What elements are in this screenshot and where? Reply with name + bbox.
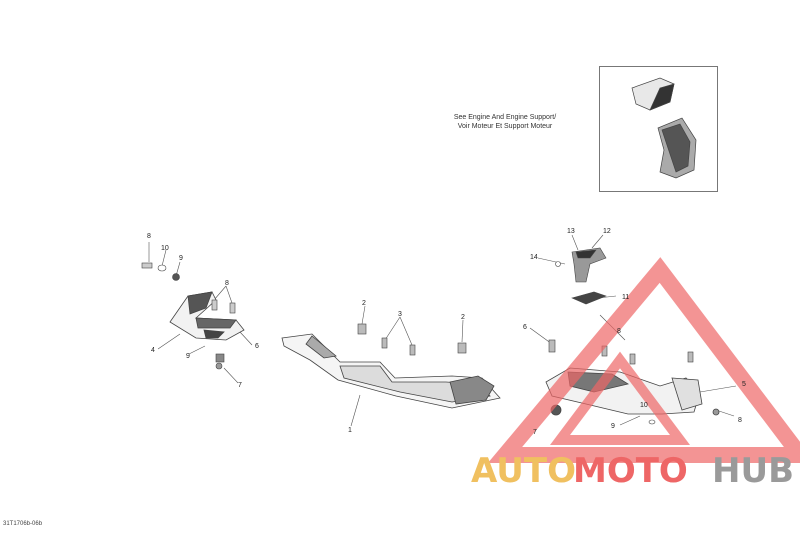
callout-10a: 10 [161, 245, 169, 252]
callout-11: 11 [622, 294, 629, 301]
callout-9b: 9 [186, 353, 190, 360]
callout-5: 5 [742, 381, 746, 388]
callout-9c: 9 [611, 423, 615, 430]
inset-parts [631, 77, 697, 179]
callout-6b: 6 [523, 324, 527, 331]
watermark-part3: HUB [712, 451, 794, 491]
watermark-part2: MOTO [573, 451, 688, 491]
callout-8d: 8 [738, 417, 742, 424]
diagram-code: 31T1706b-06b [3, 521, 43, 527]
callout-12: 12 [603, 228, 611, 235]
callout-14: 14 [530, 254, 538, 261]
pad-part [571, 291, 607, 305]
callout-6a: 6 [255, 343, 259, 350]
watermark-part1: AUTO [471, 451, 576, 491]
callout-3: 3 [398, 311, 402, 318]
callout-7a: 7 [238, 382, 242, 389]
callout-1: 1 [348, 427, 352, 434]
main-bracket [281, 333, 501, 409]
hardware-right [548, 339, 694, 425]
callout-4: 4 [151, 347, 155, 354]
bracket-left [169, 291, 245, 341]
callout-8c: 8 [617, 328, 621, 335]
callout-10b: 10 [640, 402, 648, 409]
callout-8a: 8 [147, 233, 151, 240]
hardware-center [357, 323, 467, 356]
reference-note-line2: Voir Moteur Et Support Moteur [457, 123, 553, 130]
callouts: 1 2 2 3 4 5 6 6 7 7 8 8 8 8 9 9 9 10 10 … [147, 228, 746, 436]
callout-8b: 8 [225, 280, 229, 287]
clip-part [555, 247, 607, 283]
callout-2b: 2 [461, 314, 465, 321]
callout-2a: 2 [362, 300, 366, 307]
callout-9a: 9 [179, 255, 183, 262]
reference-note-line1: See Engine And Engine Support/ [453, 114, 557, 121]
reference-note: See Engine And Engine Support/ Voir Mote… [440, 113, 570, 131]
callout-7b: 7 [533, 429, 537, 436]
watermark: AUTO MOTO HUB [471, 257, 800, 491]
reference-inset-box [599, 66, 718, 192]
hardware-left [141, 262, 236, 370]
callout-13: 13 [567, 228, 575, 235]
leader-lines [148, 234, 737, 427]
